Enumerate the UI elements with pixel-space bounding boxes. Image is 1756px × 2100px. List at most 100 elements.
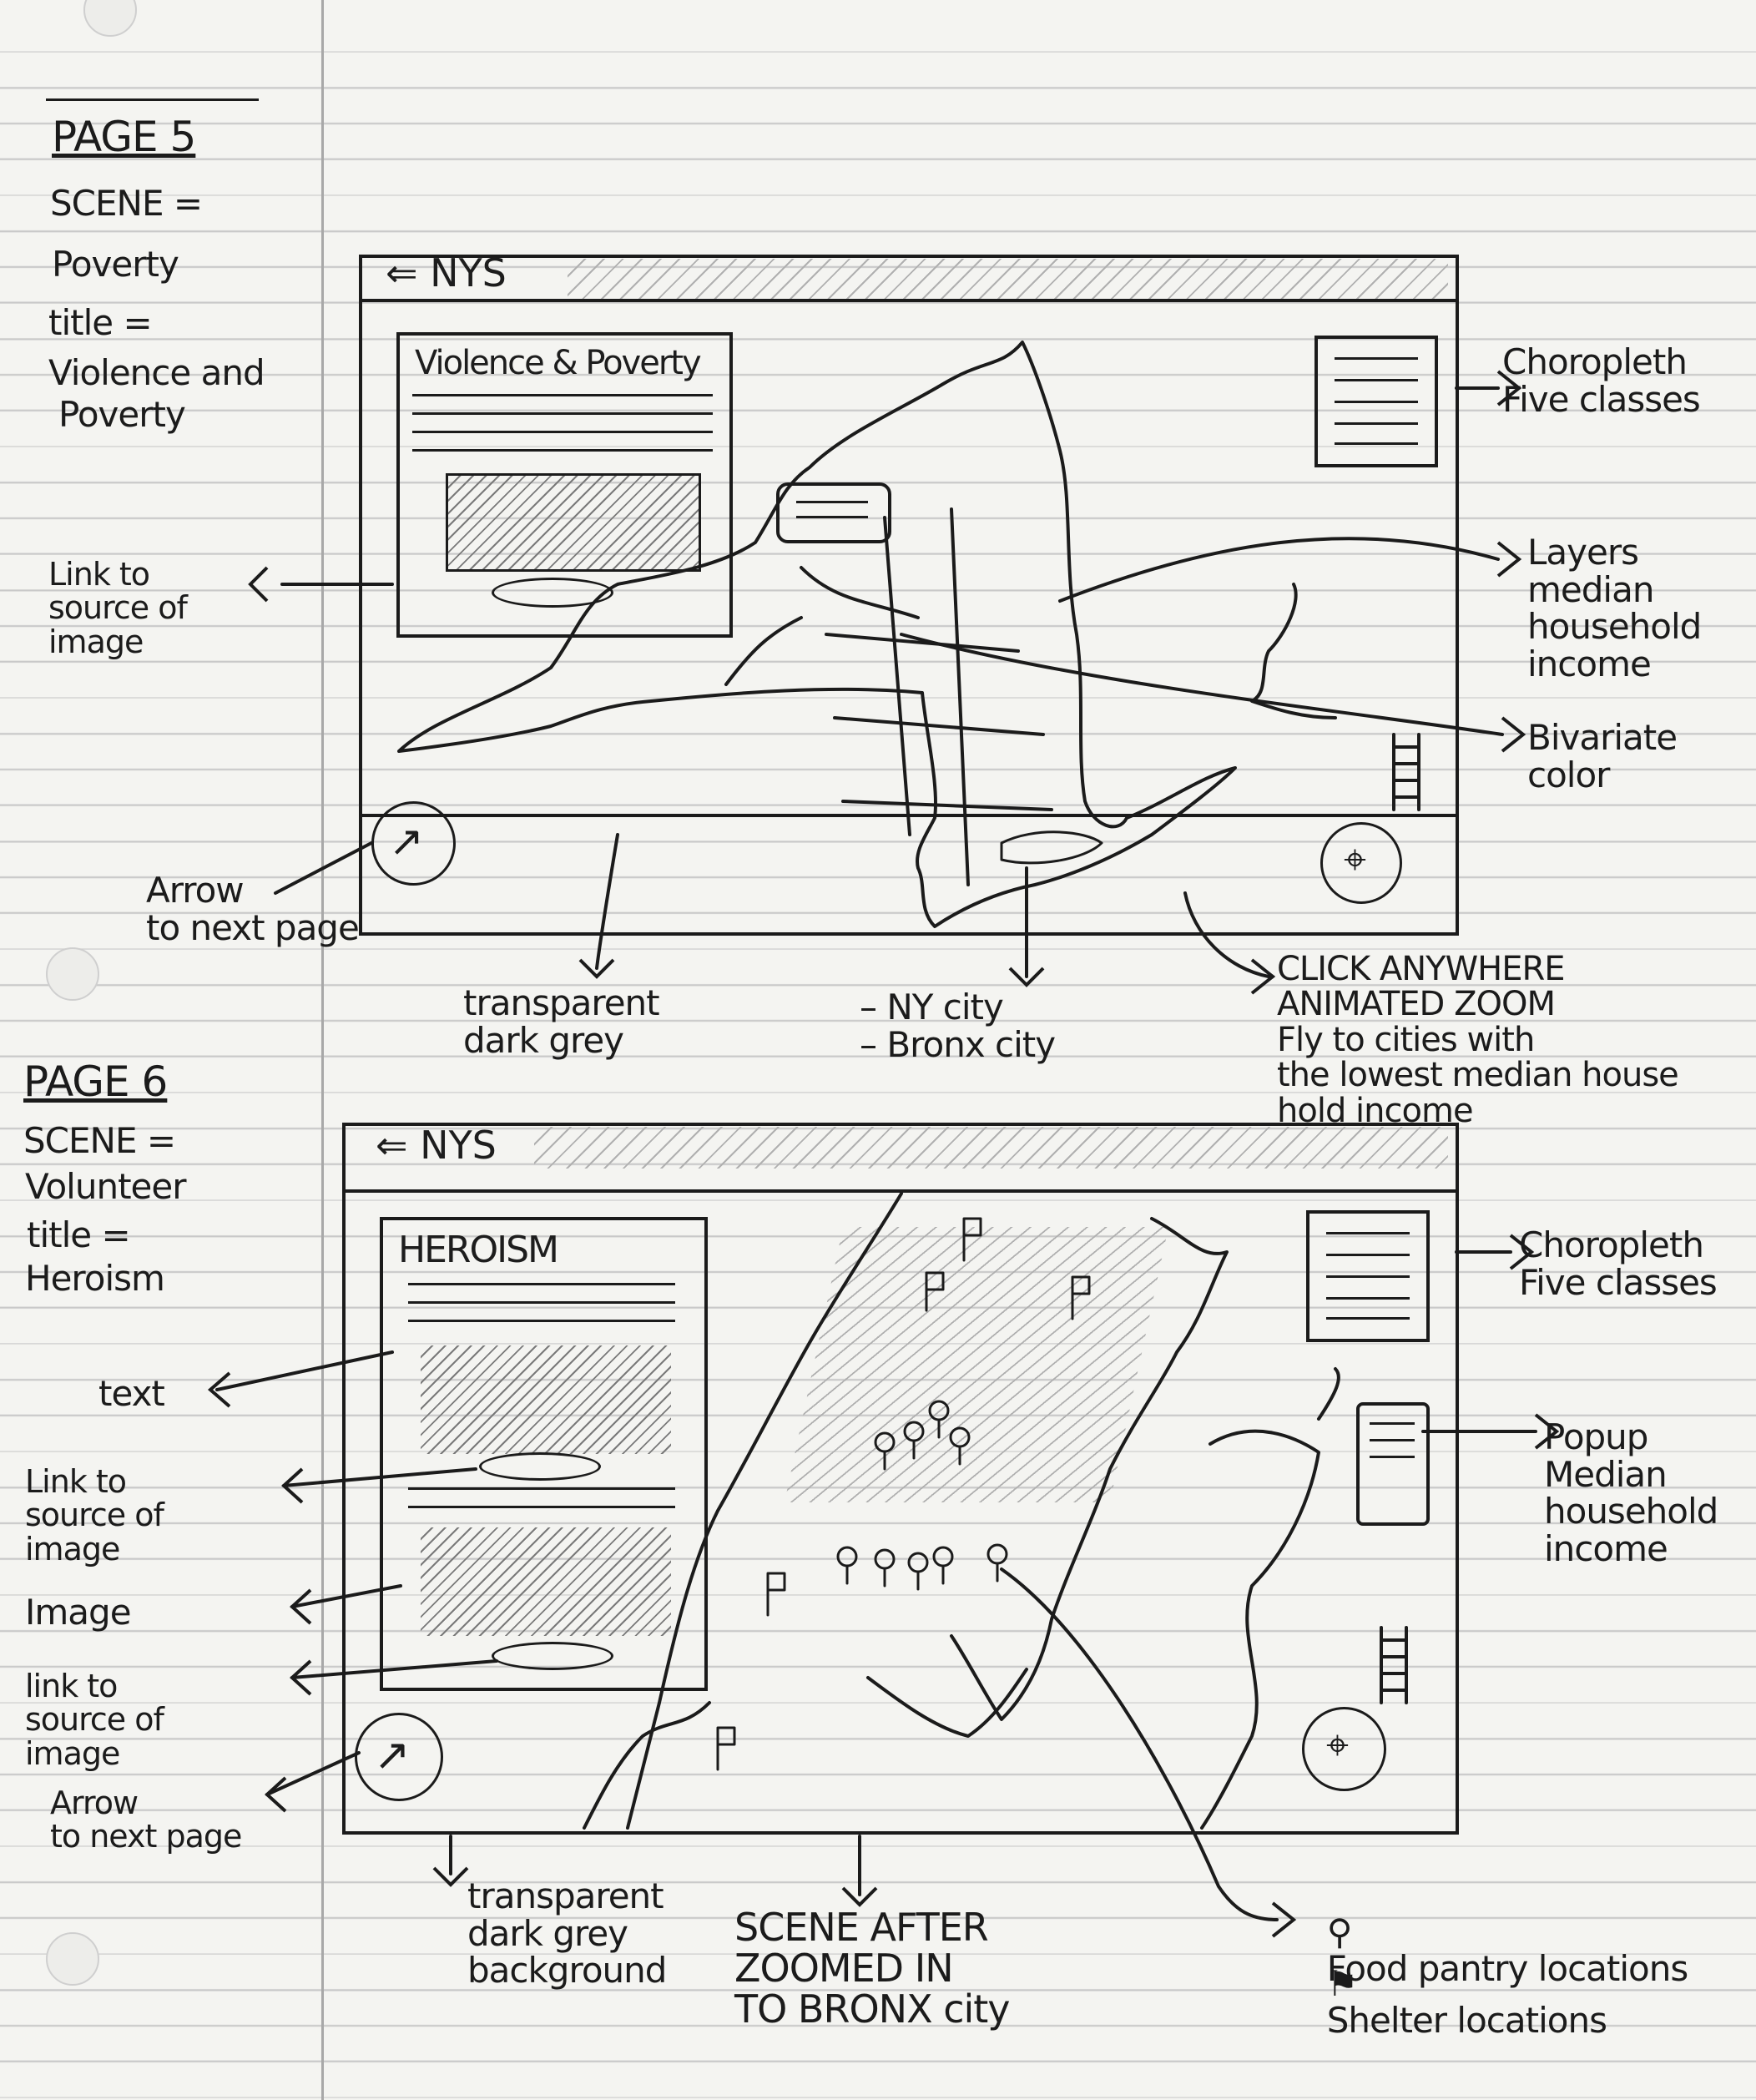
page6-note-arrow-next: Arrow to next page — [50, 1784, 242, 1855]
page5-next-page-button[interactable]: ↗ — [371, 801, 456, 886]
page6-image-link-button-1[interactable] — [479, 1452, 601, 1481]
pointer-line — [1058, 537, 1500, 603]
text-line — [412, 412, 713, 415]
land-edge — [1200, 1429, 1320, 1830]
map-pin-icon: ⌖ — [1326, 1722, 1350, 1769]
legend-row — [1335, 401, 1418, 403]
page6-popup — [1356, 1402, 1430, 1526]
pointer-line — [595, 833, 619, 970]
land-edge — [950, 1217, 1229, 1721]
legend-row — [1326, 1275, 1410, 1278]
page5-popup — [776, 482, 891, 543]
pointer-line — [274, 841, 373, 895]
page5-scene-label: SCENE = — [50, 183, 203, 224]
page5-locate-button[interactable]: ⌖ — [1320, 822, 1402, 904]
page5-header-rule — [359, 299, 1456, 302]
text-line — [408, 1506, 675, 1508]
page6-note-shelter: ⚑ Shelter locations — [1306, 1928, 1607, 2040]
map-pin-icon: ⌖ — [1344, 836, 1367, 883]
page5-title-label: title = — [48, 302, 153, 343]
page6-title-value: Heroism — [25, 1258, 165, 1299]
page5-note-bivariate: Bivariate color — [1527, 717, 1678, 795]
page5-image-link-button[interactable] — [492, 578, 613, 608]
legend-row — [1326, 1297, 1410, 1300]
page5-header-bar — [568, 259, 1448, 299]
county-line — [833, 716, 1045, 736]
text-line — [408, 1487, 675, 1490]
legend-row — [1326, 1254, 1410, 1256]
page6-heading: PAGE 6 — [23, 1058, 168, 1106]
text-line — [412, 431, 713, 433]
page5-scene-value: Poverty — [52, 244, 179, 285]
popup-line — [1370, 1439, 1415, 1441]
page6-note-transparent: transparent dark grey background — [467, 1875, 667, 1991]
shelter-flags — [716, 1217, 1091, 1771]
page5-title-value-2: Poverty — [58, 394, 186, 435]
zoom-control-icon — [1392, 733, 1420, 811]
text-line — [408, 1301, 675, 1304]
pointer-line — [1000, 1567, 1279, 1921]
page6-title-label: title = — [27, 1214, 131, 1255]
county-line — [841, 800, 1053, 811]
nys-map-outline — [397, 341, 1237, 928]
land-edge — [1317, 1367, 1340, 1421]
page5-note-arrow-next: Arrow to next page — [146, 870, 360, 948]
punch-hole — [46, 947, 99, 1001]
page6-note-link-to-source-1: Link to source of image — [25, 1463, 164, 1567]
pointer-line — [265, 1751, 361, 1796]
pointer-line — [290, 1584, 402, 1608]
legend-row — [1335, 357, 1418, 360]
map-pin-icon: ⚲ — [1326, 1911, 1353, 1952]
punch-hole — [46, 1932, 99, 1986]
text-line — [408, 1283, 675, 1285]
page6-note-link-to-source-2: link to source of image — [25, 1668, 164, 1772]
legend-row — [1335, 442, 1418, 445]
page5-nav-label: NYS — [430, 250, 507, 295]
page5-note-layers: Layers median household income — [1527, 532, 1702, 684]
page6-note-scene-after: SCENE AFTER ZOOMED IN TO BRONX city — [734, 1905, 1011, 2032]
page5-info-panel: Violence & Poverty — [396, 332, 733, 638]
pointer-line — [900, 633, 1504, 736]
page6-scene-value: Volunteer — [25, 1166, 186, 1207]
page5-note-link-to-source: Link to source of image — [48, 556, 188, 660]
page6-panel-title: HEROISM — [398, 1229, 559, 1271]
page6-info-panel: HEROISM — [380, 1217, 708, 1691]
land-edge — [866, 1668, 1028, 1738]
page6-next-page-button[interactable]: ↗ — [355, 1713, 443, 1801]
county-line — [800, 566, 920, 619]
legend-row — [1335, 379, 1418, 381]
pointer-line — [290, 1659, 498, 1679]
shelter-label: Shelter locations — [1326, 2000, 1607, 2042]
page6-nav[interactable]: ⇐ NYS — [376, 1123, 497, 1168]
page6-legend — [1306, 1210, 1430, 1342]
next-arrow-icon: ↗ — [374, 1730, 411, 1780]
zoom-control-icon — [1380, 1626, 1408, 1704]
legend-row — [1335, 422, 1418, 425]
page6-note-popup: Popup Median household income — [1544, 1416, 1718, 1569]
text-line — [408, 1320, 675, 1322]
pointer-line — [1183, 891, 1270, 978]
page6-frame — [342, 1123, 1459, 1835]
food-pantry-label: Food pantry locations — [1326, 1948, 1689, 1990]
county-line — [825, 633, 1020, 653]
page6-panel-image-1 — [421, 1345, 671, 1454]
back-arrow-icon[interactable]: ⇐ — [376, 1123, 408, 1168]
page5-panel-title: Violence & Poverty — [415, 344, 702, 382]
page6-header-rule — [342, 1189, 1456, 1193]
pointer-line — [282, 1467, 477, 1487]
east-coast — [1250, 583, 1337, 719]
text-line — [412, 449, 713, 452]
county-line — [883, 516, 911, 836]
page6-header-bar — [534, 1127, 1448, 1169]
double-arrow-pointer-icon — [207, 370, 1560, 1938]
shelter-flag-icon: ⚑ — [1326, 1962, 1359, 2004]
back-arrow-icon[interactable]: ⇐ — [386, 250, 418, 295]
page5-note-click-anywhere: CLICK ANYWHERE ANIMATED ZOOM Fly to citi… — [1277, 950, 1679, 1130]
page6-locate-button[interactable]: ⌖ — [1302, 1707, 1386, 1791]
page6-image-link-button-2[interactable] — [492, 1642, 613, 1670]
page5-legend — [1314, 336, 1438, 467]
page5-nav[interactable]: ⇐ NYS — [386, 250, 507, 295]
page5-note-cities: – NY city – Bronx city — [860, 987, 1056, 1065]
county-line — [724, 616, 803, 686]
